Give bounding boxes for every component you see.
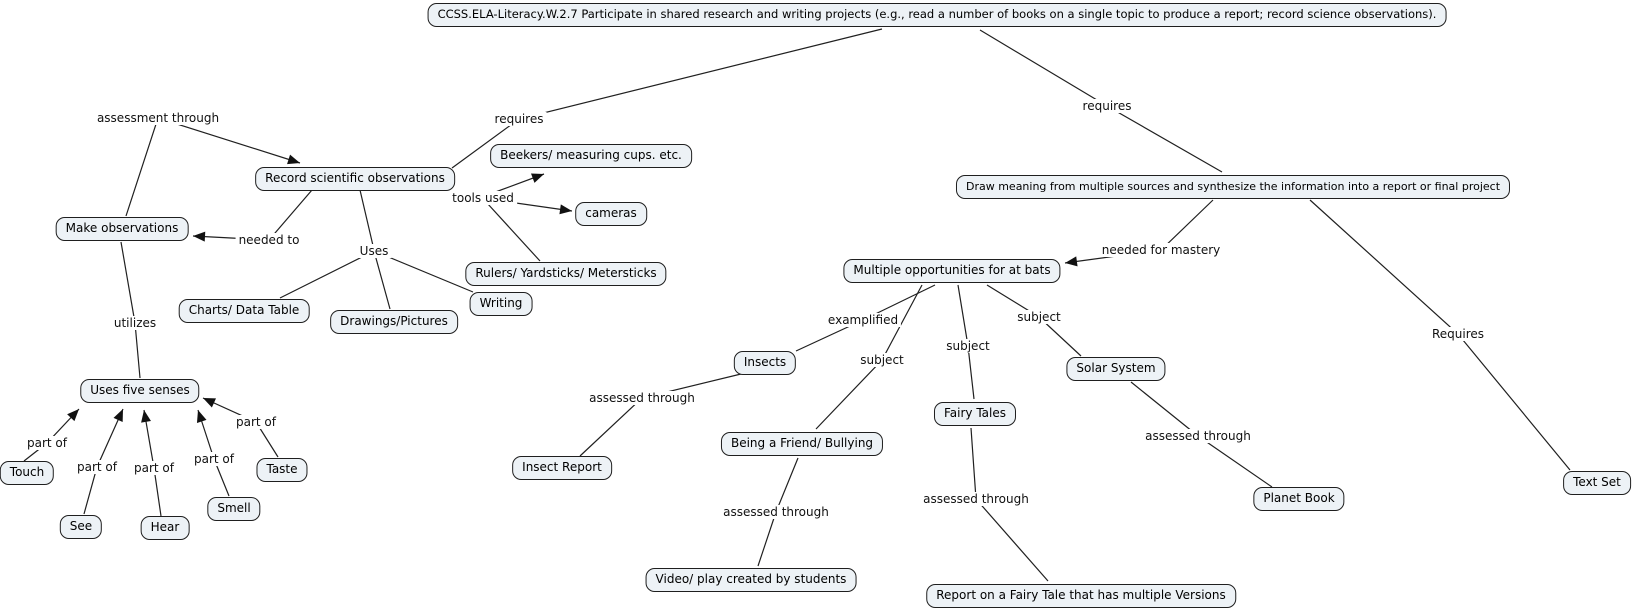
node-drawings-pictures[interactable]: Drawings/Pictures [330,310,458,334]
edge-insects-assessed-insect-report [579,373,742,457]
node-beakers-measuring-cups[interactable]: Beekers/ measuring cups. etc. [490,144,692,168]
node-touch[interactable]: Touch [0,461,55,485]
label-needed-for-mastery: needed for mastery [1098,243,1224,257]
label-assessment-through: assessment through [93,111,223,125]
label-requires-text-set: Requires [1428,327,1488,341]
label-assessed-through-insects: assessed through [586,391,698,405]
label-assessed-through-friend: assessed through [720,505,832,519]
node-rulers-yardsticks-metersticks[interactable]: Rulers/ Yardsticks/ Metersticks [465,262,667,286]
edge-tools-used-to-beakers [489,173,545,195]
edge-record-to-uses [359,189,375,251]
label-part-of-hear: part of [131,461,177,475]
label-examplified: examplified [824,313,902,327]
edge-tools-used-to-rulers [486,202,541,262]
node-fairy-tales[interactable]: Fairy Tales [933,402,1017,426]
node-standard-w2-7[interactable]: CCSS.ELA-Literacy.W.2.7 Participate in s… [427,3,1447,27]
edge-uses-to-drawings [373,250,391,310]
label-requires-right: requires [1079,99,1135,113]
node-uses-five-senses[interactable]: Uses five senses [80,379,200,403]
label-requires-left: requires [491,112,547,126]
label-subject-fairy: subject [943,339,993,353]
node-record-scientific-observations[interactable]: Record scientific observations [255,167,455,191]
node-insect-report[interactable]: Insect Report [512,456,612,480]
label-subject-friend: subject [857,353,907,367]
node-fairy-tale-report[interactable]: Report on a Fairy Tale that has multiple… [926,584,1236,608]
label-utilizes: utilizes [110,316,160,330]
label-tools-used: tools used [449,191,517,205]
node-draw-meaning-synthesize[interactable]: Draw meaning from multiple sources and s… [955,175,1511,199]
node-smell[interactable]: Smell [207,497,261,521]
edge-make-utilizes-five-senses [120,241,141,379]
node-multiple-opportunities-at-bats[interactable]: Multiple opportunities for at bats [843,259,1061,283]
node-insects[interactable]: Insects [733,351,797,375]
label-uses: Uses [356,244,392,258]
label-part-of-taste: part of [233,415,279,429]
node-cameras[interactable]: cameras [575,202,647,226]
node-make-observations[interactable]: Make observations [55,217,189,241]
node-taste[interactable]: Taste [256,458,308,482]
node-video-play-students[interactable]: Video/ play created by students [645,568,857,592]
label-part-of-touch: part of [24,436,70,450]
edge-touch-part-of [23,408,80,462]
label-subject-solar: subject [1014,310,1064,324]
node-being-a-friend-bullying[interactable]: Being a Friend/ Bullying [720,432,884,456]
label-assessed-through-solar: assessed through [1142,429,1254,443]
node-planet-book[interactable]: Planet Book [1253,487,1345,511]
node-charts-data-table[interactable]: Charts/ Data Table [178,299,310,323]
label-needed-to: needed to [235,233,303,247]
label-part-of-smell: part of [191,452,237,466]
label-part-of-see: part of [74,460,120,474]
label-assessed-through-fairy: assessed through [920,492,1032,506]
node-solar-system[interactable]: Solar System [1066,357,1166,381]
node-hear[interactable]: Hear [140,516,190,540]
node-writing[interactable]: Writing [469,292,533,316]
node-text-set[interactable]: Text Set [1563,471,1631,495]
node-see[interactable]: See [59,515,103,539]
edge-uses-to-charts [279,250,375,299]
